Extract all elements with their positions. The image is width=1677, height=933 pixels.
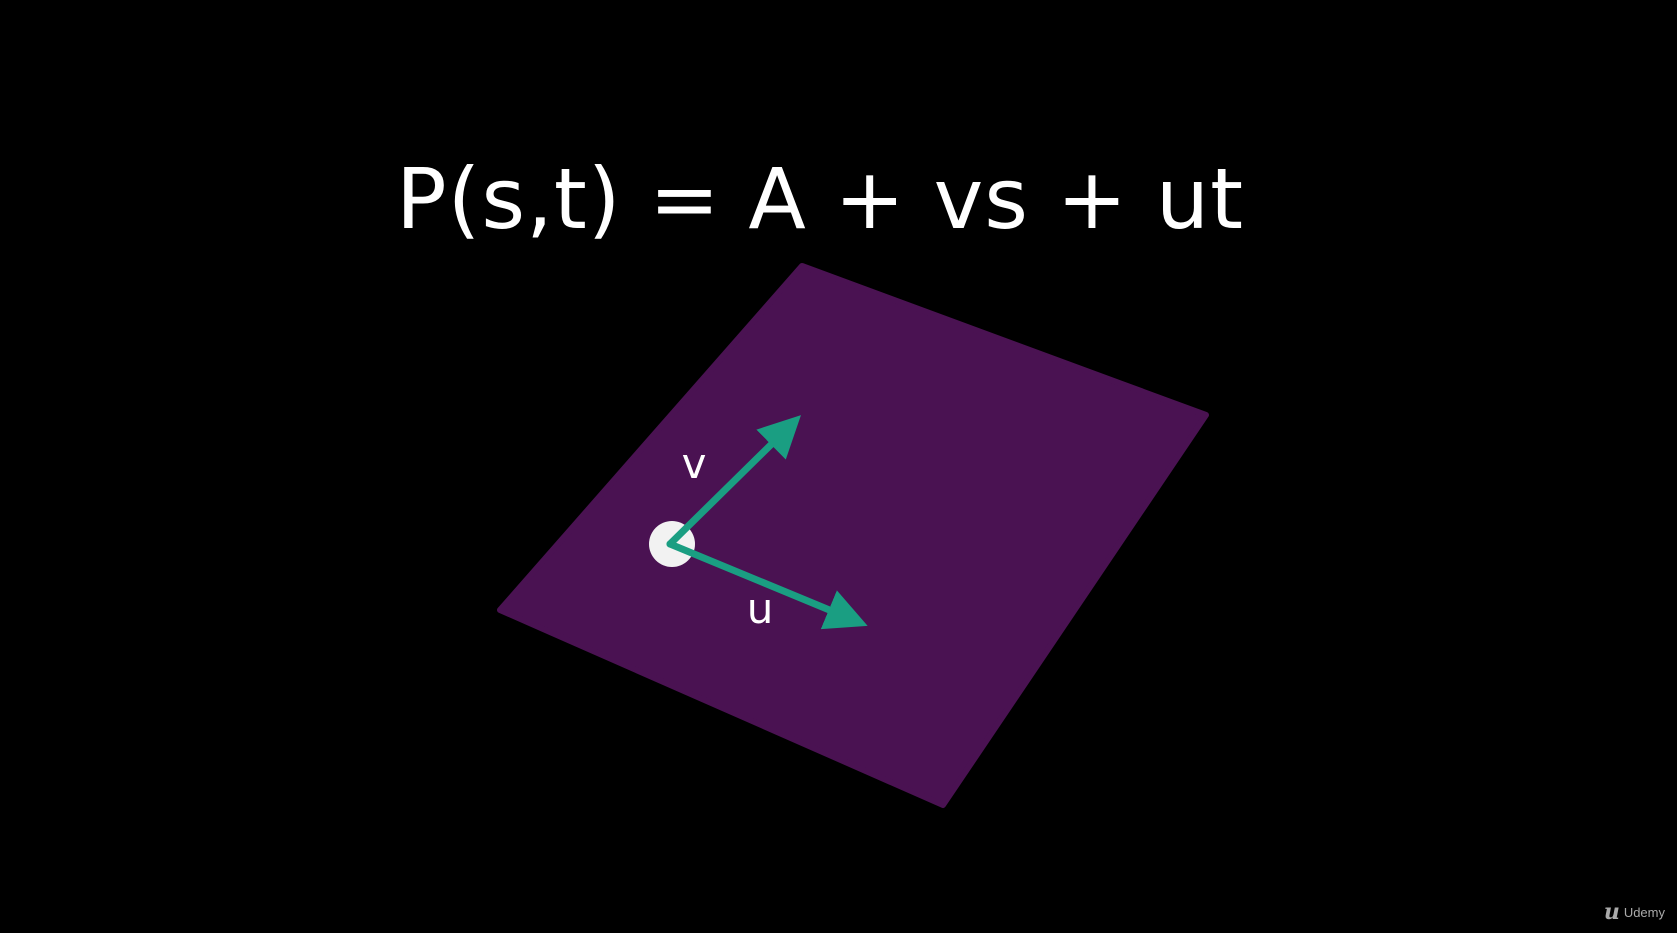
- watermark-text: Udemy: [1623, 904, 1665, 920]
- vector-u-arrow: [666, 540, 868, 630]
- vector-v-arrow: [666, 415, 801, 548]
- watermark: u Udemy: [1604, 899, 1665, 925]
- plane-surface: [497, 263, 1209, 808]
- vector-v-label: v: [682, 439, 707, 488]
- plane-equation: P(s,t) = A + vs + ut: [395, 150, 1245, 248]
- vector-u-label: u: [747, 584, 774, 633]
- udemy-logo-icon: u: [1603, 899, 1620, 925]
